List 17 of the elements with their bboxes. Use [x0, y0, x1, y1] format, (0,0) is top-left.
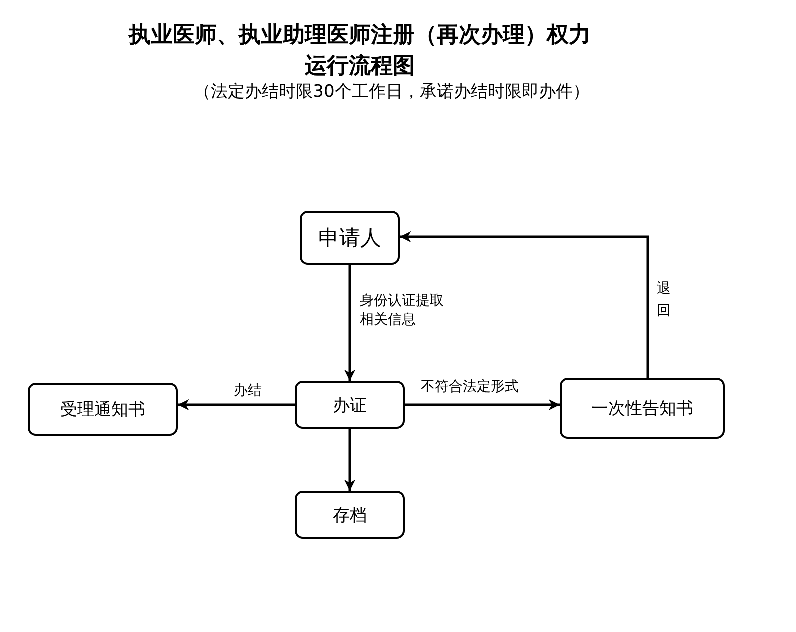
arrow — [178, 399, 295, 411]
box-label: 一次性告知书 — [592, 398, 694, 420]
arrow — [344, 429, 356, 491]
arrow — [400, 231, 650, 378]
process-box — [300, 211, 400, 265]
box-label: 存档 — [333, 504, 367, 526]
box-label: 办证 — [333, 394, 367, 416]
time-limit-note: （法定办结时限30个工作日，承诺办结时限即办件） — [193, 81, 591, 103]
process-box — [28, 383, 178, 436]
box-label: 受理通知书 — [60, 399, 146, 421]
arrow — [344, 265, 356, 381]
box-label: 申请人 — [318, 225, 382, 252]
process-box — [560, 378, 725, 439]
arrow — [405, 399, 560, 411]
process-box — [295, 491, 405, 539]
diagram-title: 执业医师、执业助理医师注册（再次办理）权力运行流程图 — [128, 21, 592, 81]
process-box — [295, 381, 405, 429]
